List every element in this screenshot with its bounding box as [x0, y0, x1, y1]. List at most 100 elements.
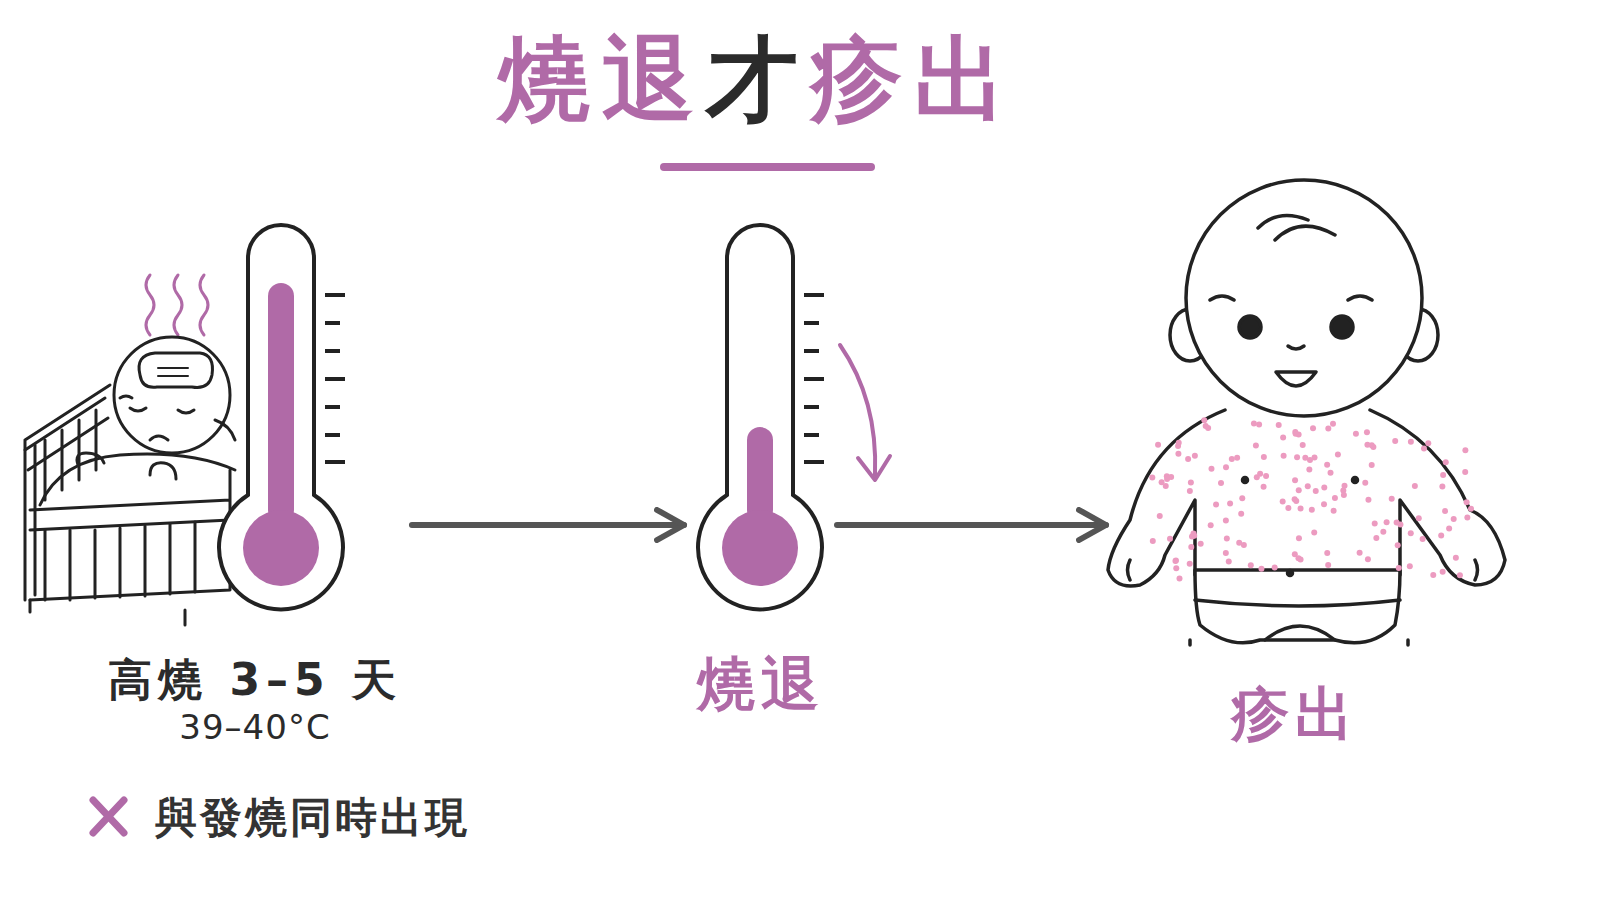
rash-dot: [1192, 453, 1198, 459]
rash-dot: [1357, 550, 1363, 556]
rash-dot: [1389, 496, 1395, 502]
rash-dot: [1191, 530, 1197, 536]
rash-dot: [1175, 451, 1181, 457]
rash-dot: [1364, 442, 1370, 448]
flow-arrow: [412, 522, 684, 528]
rash-dot: [1392, 438, 1398, 444]
thermometer-low: [698, 225, 890, 609]
rash-dot: [1446, 525, 1452, 531]
rash-dot: [1281, 453, 1287, 459]
rash-dot: [1440, 569, 1446, 575]
rash-dot: [1408, 439, 1414, 445]
rash-dot: [1263, 473, 1269, 479]
rash-dot: [1292, 477, 1298, 483]
title-char: 疹: [810, 26, 914, 133]
rash-dot: [1370, 444, 1376, 450]
rash-dot: [1159, 479, 1165, 485]
rash-dot: [1365, 497, 1371, 503]
rash-dot: [1167, 536, 1173, 542]
rash-dot: [1438, 532, 1444, 538]
stage-detail: 39–40°C: [179, 707, 330, 748]
rash-dot: [1332, 495, 1338, 501]
rash-dot: [1305, 483, 1311, 489]
rash-dot: [1341, 492, 1347, 498]
rash-dot: [1372, 521, 1378, 527]
rash-dot: [1384, 519, 1390, 525]
rash-dot: [1261, 484, 1267, 490]
rash-dot: [1321, 484, 1327, 490]
title: 燒退才疹出: [0, 18, 1515, 142]
rash-dot: [1185, 456, 1191, 462]
rash-dot: [1149, 475, 1155, 481]
rash-dot: [1227, 501, 1233, 507]
rash-dot: [1369, 462, 1375, 468]
rash-dot: [1295, 555, 1301, 561]
rash-dot: [1258, 566, 1264, 572]
rash-dot: [1236, 540, 1242, 546]
title-char: 燒: [498, 26, 602, 133]
rash-dot: [1311, 529, 1317, 535]
rash-dot: [1464, 499, 1470, 505]
rash-dot: [1201, 417, 1207, 423]
rash-dot: [1373, 535, 1379, 541]
rash-dot: [1172, 558, 1178, 564]
rash-dot: [1248, 562, 1254, 568]
rash-dot: [1157, 513, 1163, 519]
rash-dot: [1234, 455, 1240, 461]
rash-dot: [1362, 480, 1368, 486]
rash-dot: [1328, 470, 1334, 476]
rash-dot: [1395, 542, 1401, 548]
rash-dot: [1380, 529, 1386, 535]
rash-dot: [1313, 488, 1319, 494]
rash-dot: [1257, 471, 1263, 477]
thermometer-high: [219, 225, 345, 609]
stage-label: 疹出: [1231, 680, 1359, 750]
baby-with-rash: [1108, 180, 1505, 645]
rash-dot: [1420, 536, 1426, 542]
rash-dot: [1294, 454, 1300, 460]
rash-dot: [1188, 544, 1194, 550]
rash-dot: [1218, 480, 1224, 486]
title-char: 退: [602, 26, 706, 133]
rash-dot: [1187, 561, 1193, 567]
rash-dot: [1330, 421, 1336, 427]
title-char: 出: [914, 26, 1018, 133]
rash-dot: [1155, 442, 1161, 448]
rash-dot: [1331, 508, 1337, 514]
rash-dot: [1464, 514, 1470, 520]
rash-dot: [1324, 462, 1330, 468]
rash-dot: [1453, 555, 1459, 561]
rash-dot: [1416, 515, 1422, 521]
cross-mark: [93, 800, 124, 833]
rash-dot: [1208, 522, 1214, 528]
rash-dot: [1396, 565, 1402, 571]
rash-dot: [1425, 440, 1431, 446]
rash-dot: [1462, 469, 1468, 475]
rash-dot: [1272, 565, 1278, 571]
rash-dot: [1239, 495, 1245, 501]
rash-dot: [1177, 575, 1183, 581]
rash-dot: [1307, 457, 1313, 463]
rash-dot: [1353, 431, 1359, 437]
rash-dot: [1187, 488, 1193, 494]
rash-dot: [1310, 425, 1316, 431]
sick-baby-crib: [25, 275, 235, 625]
rash-dot: [1430, 572, 1436, 578]
rash-dot: [1421, 446, 1427, 452]
rash-dot: [1213, 501, 1219, 507]
rash-dot: [1188, 479, 1194, 485]
flow-arrow: [837, 522, 1106, 528]
stage-group: 高燒 3–5 天39–40°C: [102, 220, 408, 748]
rash-dot: [1412, 483, 1418, 489]
rash-dot: [1468, 506, 1474, 512]
rash-dot: [1439, 484, 1445, 490]
drop-arrow: [840, 345, 875, 475]
rash-dot: [1324, 550, 1330, 556]
rash-dot: [1292, 496, 1298, 502]
rash-dot: [1296, 535, 1302, 541]
rash-dot: [1300, 442, 1306, 448]
rash-dot: [1224, 535, 1230, 541]
rash-dot: [1198, 541, 1204, 547]
